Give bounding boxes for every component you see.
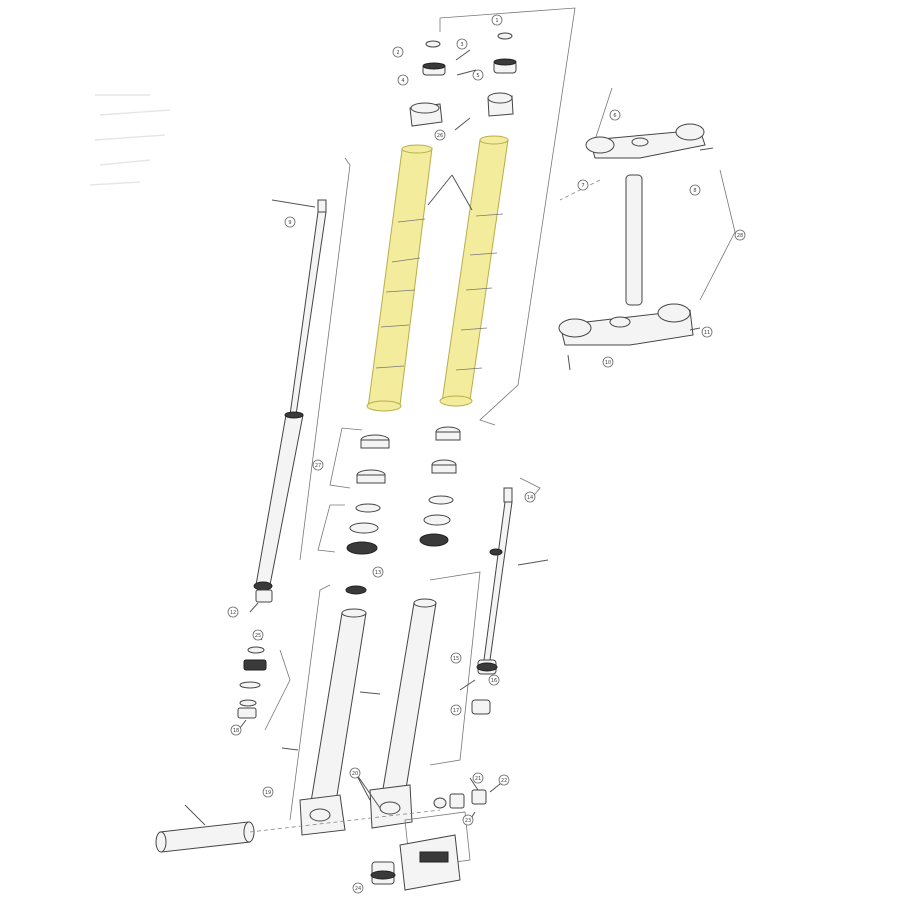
callout-28: 28 <box>734 229 746 241</box>
callout-label: 2 <box>396 50 399 56</box>
outer-tube-left <box>367 147 433 409</box>
callout-label: 5 <box>476 73 479 79</box>
callout-label: 12 <box>230 610 236 616</box>
callout-label: 18 <box>233 728 239 734</box>
seal-left <box>346 541 378 555</box>
callout-label: 3 <box>460 42 463 48</box>
callout-14: 14 <box>524 491 536 503</box>
callout-27: 27 <box>312 459 324 471</box>
callout-label: 19 <box>265 790 271 796</box>
callout-label: 16 <box>491 678 497 684</box>
inner-tube-right <box>381 602 437 796</box>
callout-13: 13 <box>372 566 384 578</box>
callouts: 1 2 3 4 5 6 7 8 9 10 11 12 13 14 15 16 1… <box>227 14 746 894</box>
callout-11: 11 <box>701 326 713 338</box>
callout-label: 13 <box>375 570 381 576</box>
clip-right <box>423 514 451 526</box>
callout-21: 21 <box>472 772 484 784</box>
dust-cap-left <box>345 585 367 595</box>
callout-12: 12 <box>227 606 239 618</box>
callout-label: 10 <box>605 360 611 366</box>
callout-8: 8 <box>689 184 701 196</box>
bushings-seals-group <box>317 426 461 595</box>
inner-tubes-group <box>281 571 481 836</box>
callout-label: 26 <box>437 133 443 139</box>
left-cartridge-group <box>249 157 351 613</box>
top-cap-left <box>425 40 441 48</box>
outer-tube-right <box>441 139 509 403</box>
callout-label: 28 <box>737 233 743 239</box>
callout-4: 4 <box>397 74 409 86</box>
washer-right <box>428 495 454 505</box>
top-bracket-outline <box>439 7 576 426</box>
axle-group <box>155 804 441 853</box>
callout-20: 20 <box>349 767 361 779</box>
callout-label: 20 <box>352 771 358 777</box>
callout-26: 26 <box>434 129 446 141</box>
seal-right <box>419 533 449 547</box>
inner-tube-left <box>309 612 367 809</box>
callout-23: 23 <box>462 814 474 826</box>
front-axle <box>159 821 251 853</box>
callout-17: 17 <box>450 704 462 716</box>
callout-label: 9 <box>288 220 291 226</box>
callout-label: 6 <box>613 113 616 119</box>
callout-label: 23 <box>465 818 471 824</box>
damper-top <box>503 487 513 503</box>
callout-label: 7 <box>581 183 584 189</box>
valve-body <box>243 659 267 671</box>
washer-left <box>355 503 381 513</box>
callout-label: 24 <box>355 886 361 892</box>
callout-label: 8 <box>693 188 696 194</box>
callout-22: 22 <box>498 774 510 786</box>
callout-19: 19 <box>262 786 274 798</box>
callout-9: 9 <box>284 216 296 228</box>
outer-tubes-highlighted <box>366 135 509 412</box>
callout-6: 6 <box>609 109 621 121</box>
callout-label: 17 <box>453 708 459 714</box>
callout-label: 14 <box>527 495 533 501</box>
callout-label: 15 <box>453 656 459 662</box>
callout-2: 2 <box>392 46 404 58</box>
callout-1: 1 <box>491 14 503 26</box>
valve-stack-group <box>237 634 291 731</box>
callout-label: 11 <box>704 330 710 336</box>
cartridge-rod <box>289 211 327 416</box>
callout-label: 21 <box>475 776 481 782</box>
right-damper-group <box>459 477 549 715</box>
steering-stem <box>625 174 643 306</box>
callout-7: 7 <box>577 179 589 191</box>
cartridge-top-nut <box>317 199 327 213</box>
callout-label: 25 <box>255 633 261 639</box>
callout-5: 5 <box>472 69 484 81</box>
callout-16: 16 <box>488 674 500 686</box>
faint-background-marks <box>89 94 171 186</box>
cartridge-tube <box>255 414 304 586</box>
clip-left <box>349 522 379 534</box>
callout-label: 22 <box>501 778 507 784</box>
damper-rod <box>483 501 513 661</box>
drain-screw <box>449 793 465 809</box>
callout-label: 27 <box>315 463 321 469</box>
callout-15: 15 <box>450 652 462 664</box>
callout-24: 24 <box>352 882 364 894</box>
callout-25: 25 <box>252 629 264 641</box>
callout-10: 10 <box>602 356 614 368</box>
triple-clamp-group <box>558 87 736 371</box>
callout-3: 3 <box>456 38 468 50</box>
top-cap-group <box>409 7 576 426</box>
callout-label: 1 <box>495 18 498 24</box>
callout-label: 4 <box>401 78 404 84</box>
callout-18: 18 <box>230 724 242 736</box>
top-cap-right <box>497 32 513 40</box>
